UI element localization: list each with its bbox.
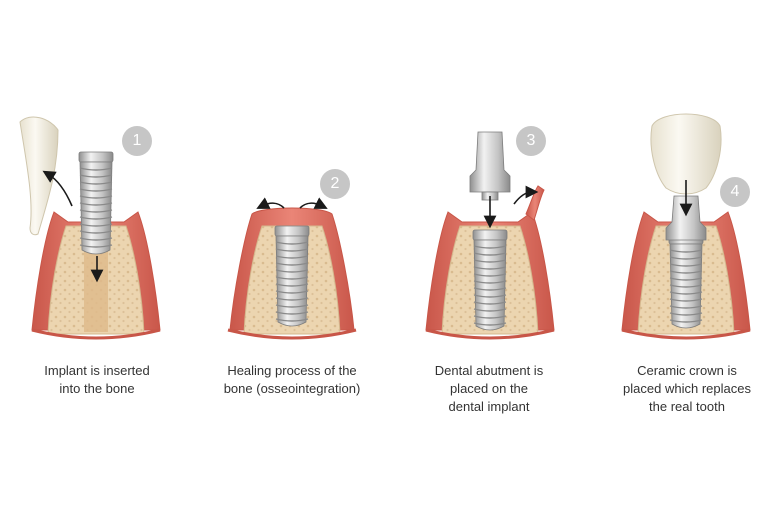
- implant-thread: [79, 216, 113, 220]
- step-badge-4: 4: [720, 177, 750, 207]
- implant-body: [275, 235, 309, 327]
- implant-thread: [79, 237, 113, 241]
- gum-flap: [525, 185, 545, 221]
- implant-thread: [669, 277, 703, 281]
- caption-line: placed on the: [449, 381, 529, 396]
- step-badge-2: 2: [320, 169, 350, 199]
- implant-thread: [473, 315, 507, 319]
- removal-arrow: [42, 170, 73, 207]
- implant-thread: [275, 283, 309, 287]
- implant-thread: [669, 263, 703, 267]
- implant-thread: [669, 256, 703, 260]
- abutment: [469, 131, 511, 193]
- abutment: [665, 195, 707, 241]
- implant-thread: [473, 266, 507, 270]
- implant-thread: [79, 195, 113, 199]
- caption-line: bone (osseointegration): [223, 381, 361, 396]
- ceramic-crown: [650, 113, 722, 195]
- implant-screw: [78, 151, 114, 255]
- implant-thread: [473, 280, 507, 284]
- implant-thread: [275, 304, 309, 308]
- caption-line: Healing process of the: [227, 363, 357, 378]
- caption-step-2: Healing process of the bone (osseointegr…: [207, 362, 377, 398]
- implant-thread: [79, 209, 113, 213]
- implant-thread: [275, 318, 309, 322]
- implant-collar: [274, 225, 310, 237]
- caption-line: Dental abutment is: [434, 363, 544, 378]
- implant-thread: [473, 301, 507, 305]
- section-edge: [621, 328, 751, 340]
- implant-thread: [275, 276, 309, 280]
- implant-thread: [669, 305, 703, 309]
- implant-thread: [79, 181, 113, 185]
- implant-thread: [79, 230, 113, 234]
- caption-line: into the bone: [59, 381, 135, 396]
- step-badge-1: 1: [122, 126, 152, 156]
- implant-thread: [79, 188, 113, 192]
- caption-step-3: Dental abutment is placed on the dental …: [404, 362, 574, 416]
- implant-thread: [473, 273, 507, 277]
- flap-arrow: [513, 185, 539, 205]
- implant-thread: [473, 245, 507, 249]
- section-edge: [31, 328, 161, 340]
- implant-thread: [473, 252, 507, 256]
- implant-thread: [79, 174, 113, 178]
- caption-step-4: Ceramic crown is placed which replaces t…: [602, 362, 772, 416]
- step-badge-3: 3: [516, 126, 546, 156]
- caption-line: placed which replaces: [623, 381, 751, 396]
- implant-thread: [473, 287, 507, 291]
- caption-line: Implant is inserted: [44, 363, 150, 378]
- implant-body: [79, 161, 113, 255]
- implant-screw: [472, 229, 508, 331]
- implant-screw: [668, 233, 704, 329]
- implant-thread: [275, 269, 309, 273]
- healing-arrow-right: [299, 197, 328, 209]
- section-edge: [227, 328, 357, 340]
- implant-body: [473, 239, 507, 331]
- implant-thread: [473, 294, 507, 298]
- implant-thread: [669, 270, 703, 274]
- implant-thread: [275, 290, 309, 294]
- extracted-tooth: [19, 116, 59, 236]
- implant-thread: [275, 241, 309, 245]
- implant-thread: [79, 202, 113, 206]
- implant-thread: [275, 255, 309, 259]
- implant-thread: [79, 244, 113, 248]
- implant-thread: [669, 284, 703, 288]
- implant-thread: [275, 248, 309, 252]
- implant-thread: [275, 297, 309, 301]
- implant-thread: [275, 311, 309, 315]
- implant-screw: [274, 225, 310, 327]
- section-edge: [425, 328, 555, 340]
- caption-step-1: Implant is inserted into the bone: [12, 362, 182, 398]
- caption-line: Ceramic crown is: [637, 363, 737, 378]
- implant-thread: [473, 259, 507, 263]
- implant-thread: [669, 319, 703, 323]
- implant-thread: [669, 249, 703, 253]
- implant-thread: [669, 291, 703, 295]
- implant-collar: [78, 151, 114, 163]
- implant-thread: [473, 322, 507, 326]
- implant-thread: [669, 298, 703, 302]
- implant-collar: [472, 229, 508, 241]
- implant-thread: [473, 308, 507, 312]
- caption-line: dental implant: [448, 399, 530, 414]
- implant-thread: [79, 223, 113, 227]
- caption-line: the real tooth: [649, 399, 725, 414]
- healing-arrow-left: [256, 197, 285, 209]
- implant-thread: [79, 167, 113, 171]
- implant-thread: [275, 262, 309, 266]
- implant-thread: [669, 312, 703, 316]
